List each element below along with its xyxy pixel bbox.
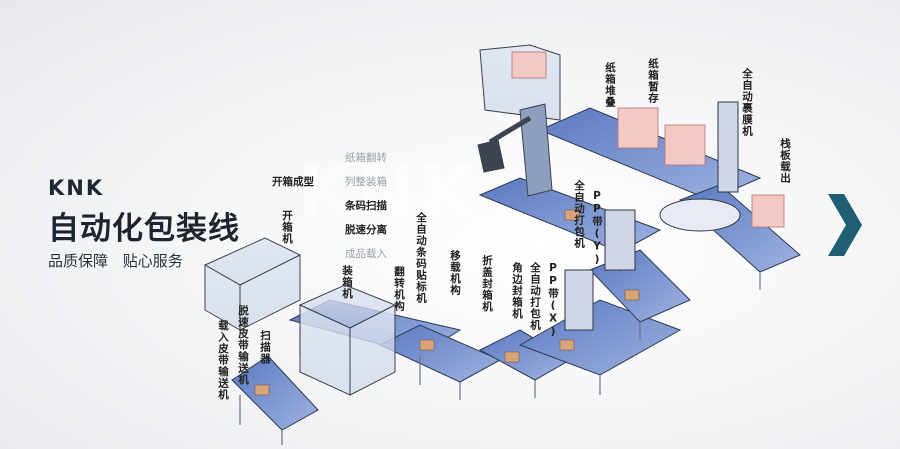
- label-turning: 翻转机构: [393, 266, 405, 312]
- label-buffer: 纸箱暂存: [647, 58, 659, 104]
- label-wrapper: 全自动裹膜机: [741, 68, 753, 137]
- label-transfer: 移载机构: [449, 250, 461, 296]
- brand-logo: KNK: [48, 176, 104, 200]
- page-title: 自动化包装线: [48, 211, 240, 247]
- tagline-quality: 品质保障: [48, 252, 109, 270]
- wrapper-and-strappers: [564, 101, 741, 331]
- label-folding-sealer: 折盖封箱机: [481, 255, 493, 313]
- label-strapper-x: 全自动打包机: [529, 262, 541, 331]
- watermark-text: KNK: [298, 150, 478, 232]
- step-case-packing: 列整装箱: [345, 176, 387, 188]
- label-scanner: 扫描器: [259, 330, 271, 365]
- label-barcode-labeler: 全自动条码贴标机: [415, 212, 427, 304]
- label-box-erector: 开箱成型: [272, 176, 314, 188]
- label-strapper-y: 全自动打包机: [573, 180, 585, 249]
- label-strapper-x-tag: PP带(X): [547, 262, 559, 339]
- cartons-on-belt: [254, 209, 640, 396]
- label-pallet-out: 栈板载出: [779, 138, 791, 184]
- label-palletizing: 纸箱堆叠: [604, 62, 616, 108]
- label-case-packer: 装箱机: [341, 265, 353, 300]
- step-product-infeed: 成品载入: [345, 248, 387, 260]
- tagline: 品质保障 贴心服务: [48, 250, 193, 271]
- label-speed-belt: 脱速皮带输送机: [237, 305, 249, 386]
- carton-stacks: [511, 51, 785, 228]
- step-speed-separation: 脱速分离: [345, 224, 387, 236]
- label-infeed-conveyor: 载入皮带输送机: [217, 320, 229, 401]
- case-packer-machine: [298, 284, 397, 396]
- chevron-right-icon[interactable]: [822, 194, 866, 256]
- step-barcode-scan: 条码扫描: [345, 200, 387, 212]
- tagline-service: 贴心服务: [122, 252, 183, 270]
- label-case-opener: 开箱机: [281, 210, 293, 245]
- step-carton-flip: 纸箱翻转: [345, 152, 387, 164]
- label-strapper-y-tag: PP带(Y): [591, 190, 603, 267]
- logo-text: KNK: [48, 176, 105, 200]
- label-corner-sealer: 角边封箱机: [511, 262, 523, 320]
- box-erector-machine: [203, 237, 302, 331]
